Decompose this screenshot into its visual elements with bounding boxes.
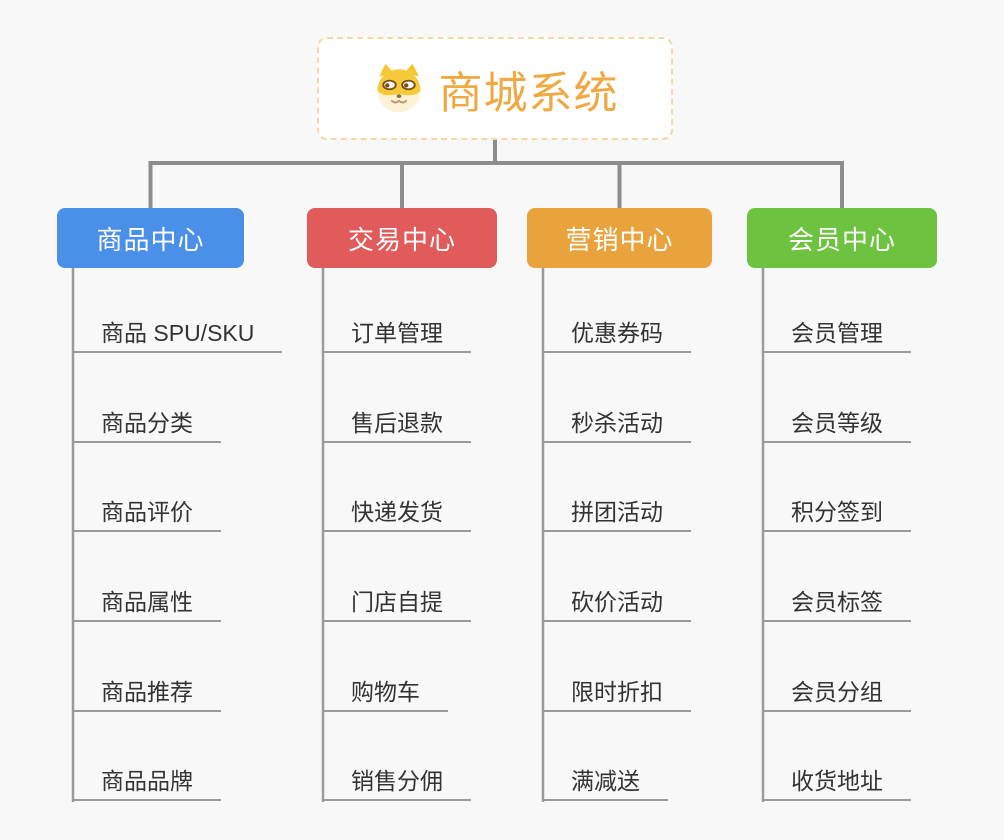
leaf-node-flash-sale[interactable]: 秒杀活动 xyxy=(543,407,691,443)
leaf-node-member-tag[interactable]: 会员标签 xyxy=(763,586,911,622)
branch-member-center[interactable]: 会员中心 xyxy=(747,208,937,268)
leaf-node-sales-commission[interactable]: 销售分佣 xyxy=(323,765,471,801)
leaf-node-express-delivery[interactable]: 快递发货 xyxy=(323,496,471,532)
branch-marketing-center[interactable]: 营销中心 xyxy=(527,208,712,268)
leaf-node-member-level[interactable]: 会员等级 xyxy=(763,407,911,443)
leaf-node-shipping-address[interactable]: 收货地址 xyxy=(763,765,911,801)
leaf-node-shopping-cart[interactable]: 购物车 xyxy=(323,676,448,712)
root-title: 商城系统 xyxy=(438,68,619,118)
leaf-node-limited-time-discount[interactable]: 限时折扣 xyxy=(543,676,691,712)
leaf-node-store-pickup[interactable]: 门店自提 xyxy=(323,586,471,622)
branch-trade-center[interactable]: 交易中心 xyxy=(307,208,497,268)
branch-product-center[interactable]: 商品中心 xyxy=(57,208,244,268)
leaf-node-points-checkin[interactable]: 积分签到 xyxy=(763,496,911,532)
shiba-dog-icon xyxy=(376,63,421,112)
leaf-node-group-buy[interactable]: 拼团活动 xyxy=(543,496,691,532)
leaf-node-aftersale-refund[interactable]: 售后退款 xyxy=(323,407,471,443)
leaf-node-product-spu-sku[interactable]: 商品 SPU/SKU xyxy=(73,317,283,353)
leaf-node-order-management[interactable]: 订单管理 xyxy=(323,317,471,353)
leaf-node-member-group[interactable]: 会员分组 xyxy=(763,676,911,712)
leaf-node-product-recommend[interactable]: 商品推荐 xyxy=(73,676,221,712)
leaf-node-product-review[interactable]: 商品评价 xyxy=(73,496,221,532)
leaf-node-product-attribute[interactable]: 商品属性 xyxy=(73,586,221,622)
leaf-node-full-reduction[interactable]: 满减送 xyxy=(543,765,668,801)
leaf-node-coupon-code[interactable]: 优惠券码 xyxy=(543,317,691,353)
leaf-node-product-category[interactable]: 商品分类 xyxy=(73,407,221,443)
leaf-node-member-management[interactable]: 会员管理 xyxy=(763,317,911,353)
leaf-node-product-brand[interactable]: 商品品牌 xyxy=(73,765,221,801)
root-node-mall-system[interactable]: 商城系统 xyxy=(317,37,673,140)
leaf-node-bargain-activity[interactable]: 砍价活动 xyxy=(543,586,691,622)
